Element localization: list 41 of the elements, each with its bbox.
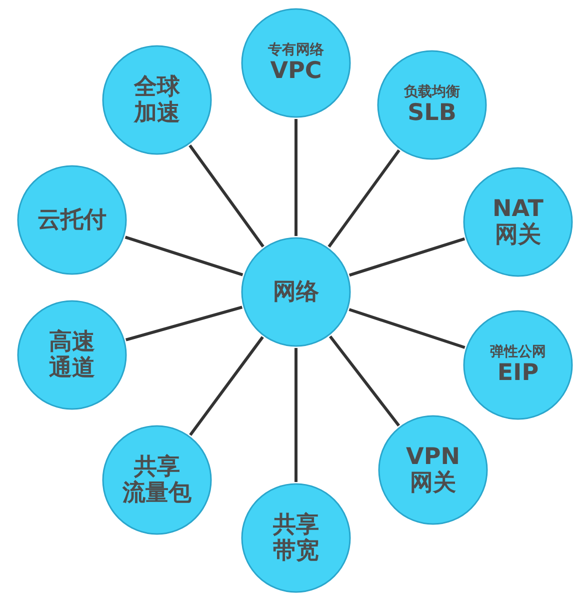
service-circle xyxy=(102,425,212,535)
node-label: 通道 xyxy=(49,355,95,382)
service-circle xyxy=(17,300,127,410)
node-label: 高速 xyxy=(49,328,95,355)
node-label: VPC xyxy=(270,58,322,84)
node-label: 共享 xyxy=(134,454,180,480)
service-circle xyxy=(463,167,573,277)
node-label: 网络 xyxy=(273,278,319,306)
connector-line xyxy=(126,306,242,342)
node-label: 共享 xyxy=(273,512,319,538)
service-circle xyxy=(241,483,351,593)
node-label: 流量包 xyxy=(122,480,192,506)
node-label: 带宽 xyxy=(273,538,319,564)
connector-line xyxy=(328,149,400,248)
connector-line xyxy=(294,348,298,482)
node-label: 全球 xyxy=(134,74,180,100)
node-label: 弹性公网 xyxy=(490,344,546,360)
node-label: 加速 xyxy=(134,100,180,126)
node-label: EIP xyxy=(497,360,539,386)
connector-line xyxy=(189,336,264,436)
node-label: 负载均衡 xyxy=(404,84,460,100)
node-label: 网关 xyxy=(495,222,541,248)
service-circle xyxy=(241,8,351,118)
node-label: 云托付 xyxy=(38,206,106,234)
connector-line xyxy=(294,119,298,236)
service-circle xyxy=(378,415,488,525)
connector-line xyxy=(348,237,466,277)
service-circle xyxy=(463,310,573,420)
connector-line xyxy=(328,335,400,427)
connector-line xyxy=(188,144,264,248)
service-circle xyxy=(17,165,127,275)
node-label: NAT xyxy=(492,196,544,222)
connector-line xyxy=(348,308,466,349)
connector-line xyxy=(124,236,244,276)
service-circle xyxy=(102,45,212,155)
service-circle xyxy=(241,237,351,347)
node-label: VPN xyxy=(406,444,460,470)
service-circle xyxy=(377,50,487,160)
node-label: SLB xyxy=(408,100,456,126)
node-label: 网关 xyxy=(410,470,456,496)
node-label: 专有网络 xyxy=(268,42,324,58)
